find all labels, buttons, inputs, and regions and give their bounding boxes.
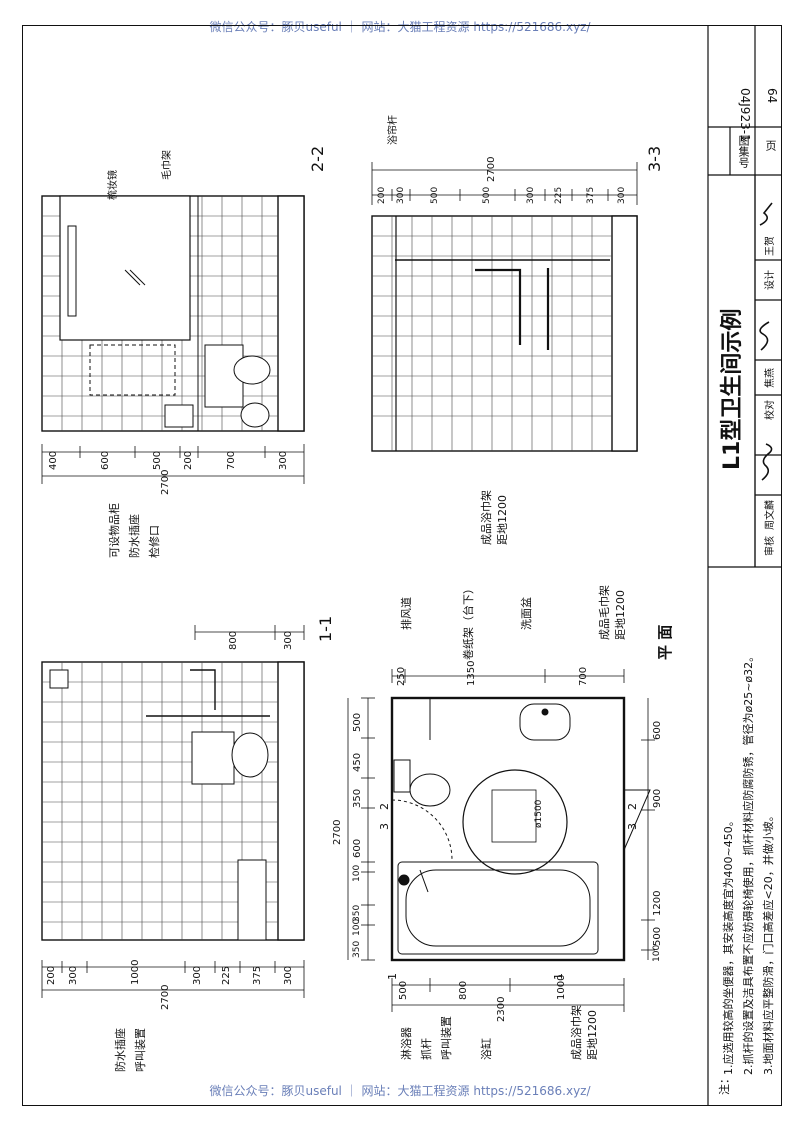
page-number: 64 [765,88,779,104]
page-label: 页 [764,140,777,151]
plan-cut-3-right: 3 [626,823,639,830]
plan-cut-2-right: 2 [626,803,639,810]
plan-right-dim-3: 1200 [652,890,663,916]
watermark-bottom: 微信公众号：豚贝useful ｜ 网站：大猫工程资源 https://52168… [209,1084,591,1098]
plan-left-dim-3: 350 [352,788,363,808]
atlas-label: 图集号 [737,135,750,168]
plan-cut-1-bottom: 1 [552,973,565,980]
plan-cut-1-top: 1 [386,973,399,980]
plan-bottom-total: 2300 [496,996,507,1022]
plan-top-dim-3: 700 [578,666,589,686]
plan-left-dim-4: 600 [352,838,363,858]
plan-right-dim-1: 600 [652,720,663,740]
plan-right-dim-4: 500 [652,926,663,946]
plan-top-dim-2: 1350 [466,660,477,686]
plan-cut-2-left: 2 [378,803,391,810]
drawing-frame [22,25,782,1106]
plan-bottom-dim-1: 500 [398,980,409,1000]
plan-left-total: 2700 [332,819,343,845]
plan-left-dim-1: 500 [352,712,363,732]
plan-left-dim-2: 450 [352,752,363,772]
plan-cut-3-left: 3 [378,823,391,830]
plan-left-dim-8: 350 [352,940,362,958]
plan-right-dim-2: 900 [652,788,663,808]
plan-left-dim-5: 100 [352,864,362,882]
plan-top-dim-1: 250 [396,666,407,686]
plan-bottom-dim-2: 800 [458,980,469,1000]
plan-left-dim-7: 100 [352,918,362,936]
plan-right-dim-5: 100 [652,944,662,962]
watermark-top: 微信公众号：豚贝useful ｜ 网站：大猫工程资源 https://52168… [209,20,591,34]
atlas-number: 04J923-1 [738,88,752,142]
